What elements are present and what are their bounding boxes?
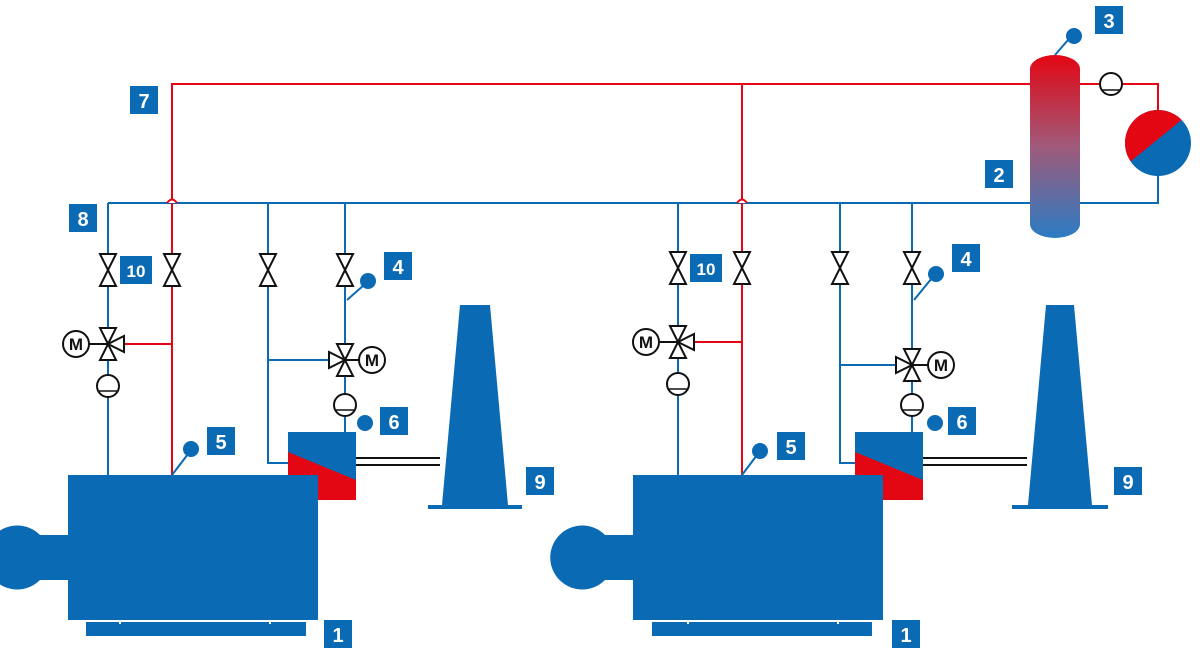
svg-text:M: M [365,351,379,370]
pump-icon [333,393,357,417]
shutoff-valve-icon[interactable] [163,253,181,287]
flow-piping [118,83,1159,475]
burner-icon [0,525,68,590]
three-way-valve-icon[interactable] [658,325,695,359]
three-way-valve-icon[interactable] [895,348,928,382]
pump-icon [96,374,120,398]
svg-text:9: 9 [534,472,545,494]
three-way-valve-icon[interactable] [86,327,125,361]
motor-icon: M [927,351,955,379]
flue-pipe [356,457,440,466]
boiler-icon [68,475,318,636]
svg-text:4: 4 [960,249,972,271]
svg-text:1: 1 [332,625,343,647]
motor-icon: M [358,346,386,374]
label-badge-1: 1 [892,620,920,648]
sensor-icon [752,443,768,459]
shutoff-valve-icon[interactable] [99,253,117,287]
svg-text:9: 9 [1122,472,1133,494]
sensor-icon [357,415,373,431]
shutoff-valve-icon[interactable] [831,251,849,285]
label-badge-3: 3 [1095,6,1123,34]
chimney-icon [428,305,522,509]
motor-icon: M [632,328,660,356]
label-badge-8: 8 [69,204,97,232]
boiler-icon [633,475,883,636]
svg-text:3: 3 [1103,11,1114,33]
shutoff-valve-icon[interactable] [259,253,277,287]
label-badge-1: 1 [324,620,352,648]
motor-icon: M [62,330,90,358]
label-badge-7: 7 [130,86,158,114]
shutoff-valve-icon[interactable] [336,253,354,287]
pump-icon [900,393,924,417]
svg-text:4: 4 [392,257,404,279]
svg-text:2: 2 [993,165,1004,187]
svg-text:10: 10 [127,262,146,281]
svg-text:M: M [69,335,83,354]
sensor-icon [360,273,376,289]
storage-tank [1030,28,1082,238]
svg-text:5: 5 [215,432,226,454]
chimney-icon [1012,305,1108,509]
pump-icon [666,372,690,396]
label-badge-6: 6 [380,407,408,435]
label-badge-2: 2 [985,160,1013,188]
vent-icon [1066,28,1082,44]
shutoff-valve-icon[interactable] [733,251,751,285]
svg-text:M: M [934,356,948,375]
return-piping [107,176,1159,475]
shutoff-valve-icon[interactable] [903,251,921,285]
sensor-icon [928,266,944,282]
shutoff-valve-icon[interactable] [669,251,687,285]
label-badges: 7 8 3 2 10 4 6 5 [69,6,1142,648]
label-badge-9: 9 [1114,467,1142,495]
svg-text:5: 5 [785,437,796,459]
boiler-system-1: M M [0,253,522,636]
label-badge-6: 6 [948,407,976,435]
heat-pump-icon [1125,110,1191,176]
label-badge-5: 5 [207,427,235,455]
svg-text:1: 1 [900,625,911,647]
label-badge-4: 4 [384,252,412,280]
svg-text:7: 7 [138,91,149,113]
label-badge-9: 9 [526,467,554,495]
svg-text:6: 6 [956,412,967,434]
burner-icon [550,525,633,590]
sensor-icon [927,415,943,431]
circulation-pump-icon [1099,72,1123,96]
sensor-icon [183,441,199,457]
flue-pipe [923,457,1027,466]
three-way-valve-icon[interactable] [328,343,359,377]
label-badge-10: 10 [690,254,722,282]
svg-text:10: 10 [697,260,716,279]
label-badge-5: 5 [777,432,805,460]
boiler-system-2: M M [550,251,1108,636]
label-badge-4: 4 [952,244,980,272]
label-badge-10: 10 [120,256,152,284]
svg-text:M: M [639,333,653,352]
svg-text:8: 8 [77,209,88,231]
svg-text:6: 6 [388,412,399,434]
